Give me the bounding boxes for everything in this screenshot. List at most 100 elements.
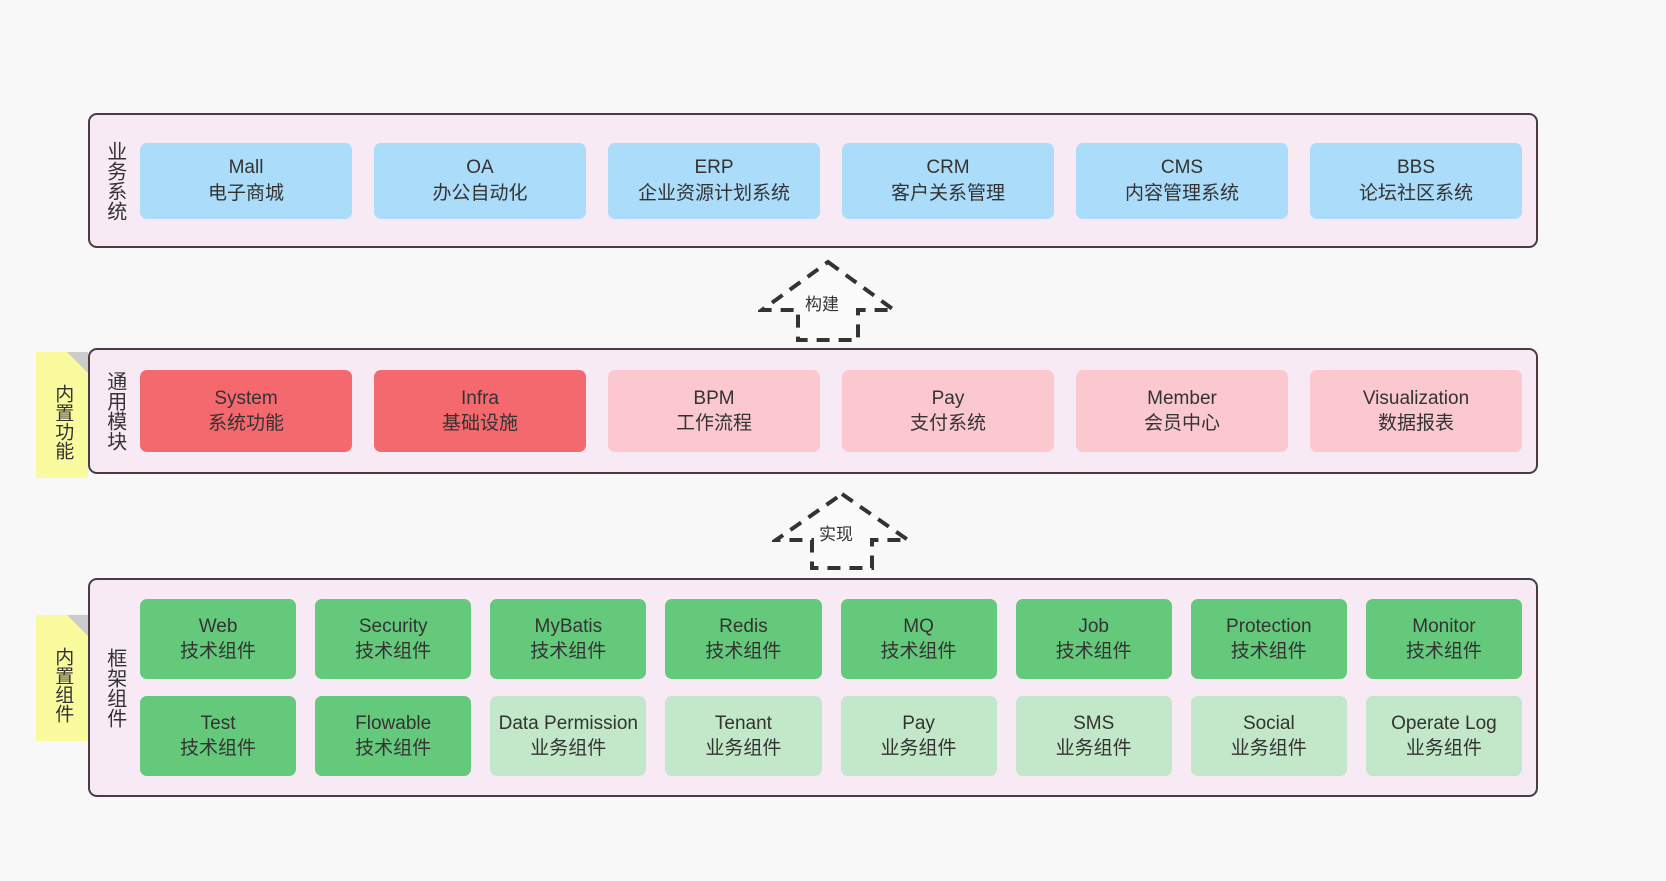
tile-mq-name: MQ <box>903 615 934 637</box>
tile-job-name: Job <box>1078 615 1109 637</box>
tile-data-permission-desc: 业务组件 <box>530 738 607 759</box>
tile-pay-module-desc: 支付系统 <box>909 413 986 434</box>
tile-sms-desc: 业务组件 <box>1055 738 1132 759</box>
tile-mq[interactable]: MQ 技术组件 <box>840 599 997 679</box>
tile-redis-name: Redis <box>719 615 768 637</box>
tile-oa-name: OA <box>466 157 494 179</box>
tile-system-desc: 系统功能 <box>207 413 284 434</box>
tile-visualization-desc: 数据报表 <box>1377 413 1454 434</box>
tile-bbs-name: BBS <box>1396 157 1436 179</box>
tile-crm-name: CRM <box>926 157 970 179</box>
sticky-note-builtin-components-label: 内置组件 <box>52 647 74 723</box>
tech-components-row: Web 技术组件 Security 技术组件 MyBatis 技术组件 Redi… <box>140 599 1522 679</box>
folded-corner-icon <box>67 352 88 373</box>
tile-security-name: Security <box>358 615 428 637</box>
tile-flowable-desc: 技术组件 <box>355 738 432 759</box>
layer-body-framework-components: Web 技术组件 Security 技术组件 MyBatis 技术组件 Redi… <box>138 580 1536 795</box>
tile-protection-desc: 技术组件 <box>1230 641 1307 662</box>
tile-job[interactable]: Job 技术组件 <box>1015 599 1172 679</box>
layer-title-framework-components: 框架组件 <box>103 647 126 728</box>
tile-erp-desc: 企业资源计划系统 <box>637 182 790 204</box>
arrow-build-label: 构建 <box>805 295 839 314</box>
tile-redis[interactable]: Redis 技术组件 <box>665 599 822 679</box>
tile-mall-desc: 电子商城 <box>207 182 284 204</box>
tile-pay-module[interactable]: Pay 支付系统 <box>842 370 1054 452</box>
tile-operate-log-name: Operate Log <box>1391 712 1497 734</box>
tile-mall-name: Mall <box>228 157 264 179</box>
tile-system-name: System <box>214 387 278 409</box>
business-components-row: Test 技术组件 Flowable 技术组件 Data Permission … <box>140 696 1522 776</box>
tile-security[interactable]: Security 技术组件 <box>315 599 472 679</box>
layer-panel-framework-components: 框架组件 Web 技术组件 Security 技术组件 MyBatis 技术组件… <box>88 578 1538 797</box>
tile-security-desc: 技术组件 <box>355 641 432 662</box>
tile-web-name: Web <box>198 615 238 637</box>
tile-mybatis[interactable]: MyBatis 技术组件 <box>490 599 647 679</box>
folded-corner-icon <box>67 615 88 636</box>
tile-visualization[interactable]: Visualization 数据报表 <box>1310 370 1522 452</box>
tile-data-permission[interactable]: Data Permission 业务组件 <box>490 696 647 776</box>
arrow-implement-label: 实现 <box>819 525 853 544</box>
arrow-implement: 实现 <box>769 490 915 570</box>
tile-cms-name: CMS <box>1160 157 1204 179</box>
tile-web-desc: 技术组件 <box>180 641 257 662</box>
tile-erp[interactable]: ERP 企业资源计划系统 <box>608 142 820 219</box>
sticky-note-builtin-functions-label: 内置功能 <box>52 384 74 460</box>
tile-test[interactable]: Test 技术组件 <box>140 696 297 776</box>
tile-oa[interactable]: OA 办公自动化 <box>374 142 586 219</box>
tile-social-desc: 业务组件 <box>1230 738 1307 759</box>
tile-operate-log-desc: 业务组件 <box>1405 738 1482 759</box>
tile-crm[interactable]: CRM 客户关系管理 <box>842 142 1054 219</box>
layer-title-common-modules: 通用模块 <box>103 371 126 451</box>
sticky-note-builtin-components: 内置组件 <box>36 615 88 741</box>
tile-mybatis-desc: 技术组件 <box>530 641 607 662</box>
layer-body-business-systems: Mall 电子商城 OA 办公自动化 ERP 企业资源计划系统 CRM 客户关系… <box>138 115 1536 246</box>
tile-system[interactable]: System 系统功能 <box>140 370 352 452</box>
tile-bbs-desc: 论坛社区系统 <box>1358 182 1473 204</box>
tile-tenant-desc: 业务组件 <box>705 738 782 759</box>
tile-pay-component-desc: 业务组件 <box>880 738 957 759</box>
tile-operate-log[interactable]: Operate Log 业务组件 <box>1365 696 1522 776</box>
arrow-build: 构建 <box>755 258 901 343</box>
layer-panel-business-systems: 业务系统 Mall 电子商城 OA 办公自动化 ERP 企业资源计划系统 CRM… <box>88 113 1538 248</box>
tile-protection[interactable]: Protection 技术组件 <box>1190 599 1347 679</box>
tile-visualization-name: Visualization <box>1362 387 1470 409</box>
tile-bpm-name: BPM <box>693 387 735 409</box>
tile-tenant[interactable]: Tenant 业务组件 <box>665 696 822 776</box>
arrow-implement-icon <box>769 491 915 570</box>
tile-sms-name: SMS <box>1073 712 1115 734</box>
tile-member-desc: 会员中心 <box>1143 413 1220 434</box>
tile-job-desc: 技术组件 <box>1055 641 1132 662</box>
tile-bbs[interactable]: BBS 论坛社区系统 <box>1310 142 1522 219</box>
tile-social-name: Social <box>1242 712 1295 734</box>
tile-mq-desc: 技术组件 <box>880 641 957 662</box>
tile-web[interactable]: Web 技术组件 <box>140 599 297 679</box>
tile-oa-desc: 办公自动化 <box>432 182 528 204</box>
tile-mybatis-name: MyBatis <box>534 615 603 637</box>
tile-social[interactable]: Social 业务组件 <box>1190 696 1347 776</box>
tile-pay-component-name: Pay <box>902 712 935 734</box>
tile-monitor-desc: 技术组件 <box>1405 641 1482 662</box>
tile-protection-name: Protection <box>1226 615 1312 637</box>
tile-infra[interactable]: Infra 基础设施 <box>374 370 586 452</box>
tile-cms[interactable]: CMS 内容管理系统 <box>1076 142 1288 219</box>
tile-redis-desc: 技术组件 <box>705 641 782 662</box>
tile-pay-component[interactable]: Pay 业务组件 <box>840 696 997 776</box>
tile-member[interactable]: Member 会员中心 <box>1076 370 1288 452</box>
tile-data-permission-name: Data Permission <box>498 712 638 734</box>
business-systems-row: Mall 电子商城 OA 办公自动化 ERP 企业资源计划系统 CRM 客户关系… <box>140 142 1522 219</box>
tile-sms[interactable]: SMS 业务组件 <box>1015 696 1172 776</box>
tile-bpm-desc: 工作流程 <box>675 413 752 434</box>
tile-mall[interactable]: Mall 电子商城 <box>140 142 352 219</box>
tile-monitor[interactable]: Monitor 技术组件 <box>1365 599 1522 679</box>
tile-tenant-name: Tenant <box>714 712 772 734</box>
tile-bpm[interactable]: BPM 工作流程 <box>608 370 820 452</box>
tile-crm-desc: 客户关系管理 <box>890 182 1005 204</box>
layer-panel-common-modules: 通用模块 System 系统功能 Infra 基础设施 BPM 工作流程 Pay… <box>88 348 1538 474</box>
common-modules-row: System 系统功能 Infra 基础设施 BPM 工作流程 Pay 支付系统… <box>140 370 1522 452</box>
tile-monitor-name: Monitor <box>1412 615 1476 637</box>
tile-infra-name: Infra <box>460 387 500 409</box>
tile-flowable[interactable]: Flowable 技术组件 <box>315 696 472 776</box>
arrow-build-icon <box>755 259 901 342</box>
tile-member-name: Member <box>1147 387 1217 409</box>
